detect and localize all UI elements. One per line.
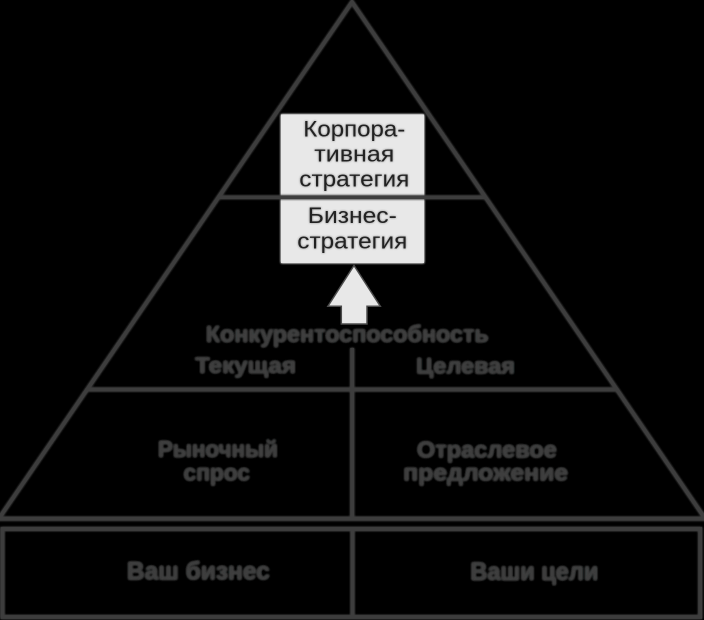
svg-text:Конкурентоспособность: Конкурентоспособность [206,321,489,347]
svg-text:Бизнес-: Бизнес- [308,203,397,228]
svg-text:Текущая: Текущая [195,353,296,378]
svg-text:Целевая: Целевая [416,354,515,379]
svg-text:Рыночный: Рыночный [158,436,278,462]
svg-text:спрос: спрос [184,459,251,485]
svg-text:стратегия: стратегия [297,228,407,253]
svg-text:предложение: предложение [403,460,568,486]
svg-text:стратегия: стратегия [299,167,409,192]
svg-text:Ваши цели: Ваши цели [470,558,598,586]
svg-text:Отраслевое: Отраслевое [417,437,557,463]
svg-text:Ваш бизнес: Ваш бизнес [127,558,270,586]
svg-text:тивная: тивная [314,142,394,167]
svg-text:Корпора-: Корпора- [303,116,405,141]
